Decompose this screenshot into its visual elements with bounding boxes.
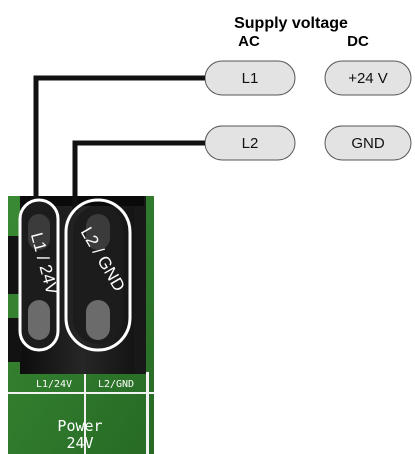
pcb-silkscreen-edge xyxy=(146,372,149,454)
terminal-ac-1-label: L1 xyxy=(242,70,259,87)
pcb-pin-1-label: L1/24V xyxy=(36,379,72,390)
screw-slot-right xyxy=(64,198,132,352)
terminal-dc-2-label: GND xyxy=(351,135,385,152)
screw-slot-left xyxy=(18,198,60,352)
pcb-pin-2-label: L2/GND xyxy=(98,379,134,390)
pcb-label-voltage: 24V xyxy=(66,434,93,452)
terminal-ac-2: L2 xyxy=(204,125,296,161)
pcb-label-power: Power xyxy=(57,417,102,435)
pcb-silkscreen-divider xyxy=(84,372,86,454)
terminal-dc-2: GND xyxy=(324,125,412,161)
wire-l2 xyxy=(72,140,205,212)
supply-voltage-title: Supply voltage xyxy=(234,15,348,32)
ac-label: AC xyxy=(238,33,260,50)
terminal-ac-1: L1 xyxy=(204,60,296,96)
dc-label: DC xyxy=(347,33,369,50)
terminal-dc-1: +24 V xyxy=(324,60,412,96)
wire-l1 xyxy=(33,75,205,212)
terminal-dc-1-label: +24 V xyxy=(348,70,388,87)
pcb-silkscreen-line xyxy=(8,392,154,394)
terminal-ac-2-label: L2 xyxy=(242,135,259,152)
